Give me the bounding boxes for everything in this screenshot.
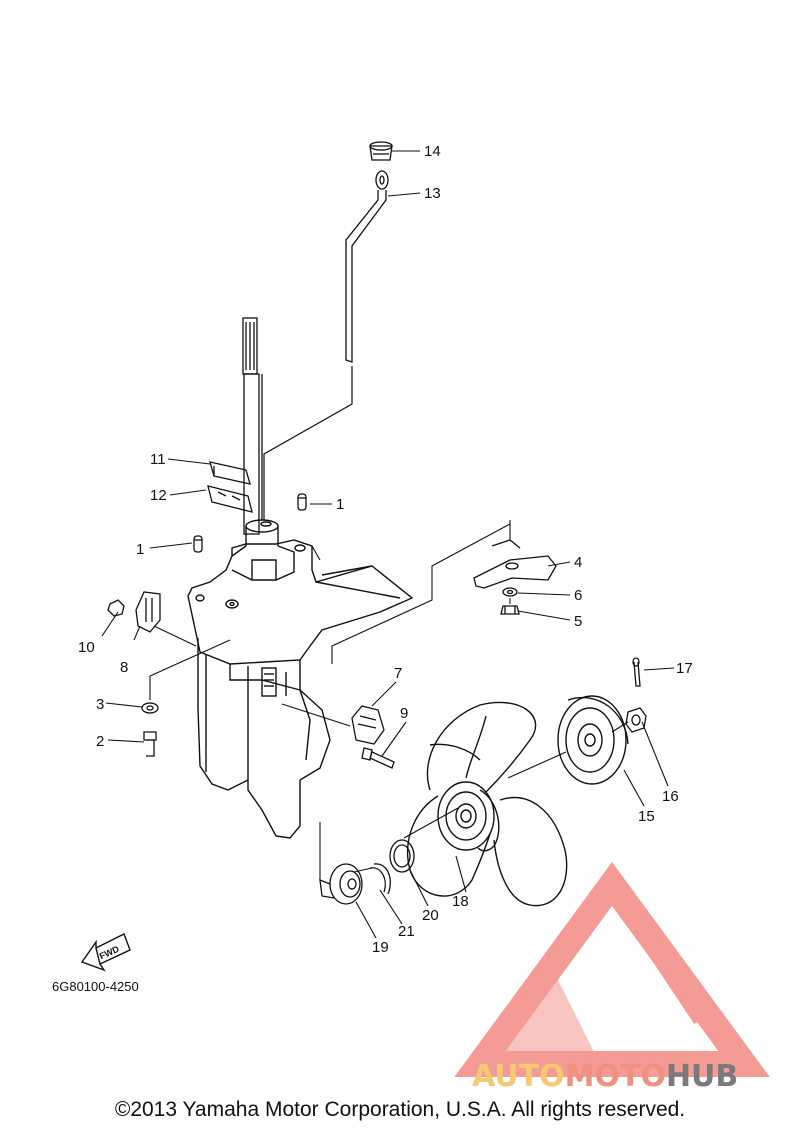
thrust-washer (319, 863, 363, 905)
nut-10 (107, 599, 125, 617)
callout-4: 4 (574, 554, 582, 571)
watermark-hub: HUB (666, 1059, 738, 1094)
callout-2: 2 (96, 733, 104, 750)
callout-numbers: 1 1 2 3 4 5 6 7 8 9 10 11 12 13 14 15 16… (78, 143, 693, 956)
callout-12: 12 (150, 487, 167, 504)
watermark-moto: MOTO (565, 1059, 666, 1094)
drive-shaft (242, 317, 263, 535)
shift-cover (473, 539, 557, 589)
lower-casing (187, 519, 414, 839)
callout-5: 5 (574, 613, 582, 630)
rubber-plate-11 (209, 461, 251, 485)
callout-20: 20 (422, 907, 439, 924)
watermark-wordmark: AUTOMOTOHUB (472, 1059, 738, 1094)
nut-5 (500, 605, 520, 615)
anode (351, 705, 385, 745)
washer (389, 839, 415, 873)
propeller (406, 701, 568, 907)
leader-lines (101, 150, 675, 939)
copyright-notice: ©2013 Yamaha Motor Corporation, U.S.A. A… (114, 1098, 686, 1121)
callout-16: 16 (662, 788, 679, 805)
propeller-nut (625, 707, 647, 733)
shift-rod-grommet (369, 141, 393, 161)
callout-6: 6 (574, 587, 582, 604)
fwd-arrow-icon: FWD (80, 933, 131, 972)
callout-17: 17 (676, 660, 693, 677)
rubber-plate-12 (207, 485, 253, 513)
bolt-9 (361, 747, 395, 769)
watermark-logo (454, 862, 770, 1077)
diagram-code: 6G80100-4250 (52, 979, 139, 994)
callout-13: 13 (424, 185, 441, 202)
callout-1-lower: 1 (136, 541, 144, 558)
bolt-2 (143, 731, 157, 757)
washer-6 (502, 587, 518, 597)
circlip (369, 863, 391, 895)
callout-14: 14 (424, 143, 441, 160)
assembly-lines (149, 520, 629, 880)
callout-18: 18 (452, 893, 469, 910)
callout-19: 19 (372, 939, 389, 956)
callout-9: 9 (400, 705, 408, 722)
callout-11: 11 (150, 451, 166, 468)
callout-8: 8 (120, 659, 128, 676)
callout-15: 15 (638, 808, 655, 825)
shift-rod (345, 170, 389, 363)
callout-1-upper: 1 (336, 496, 344, 513)
spacer (557, 695, 629, 785)
dowel-pin-lower (193, 535, 203, 553)
washer-3 (141, 702, 159, 714)
dowel-pin-upper (297, 493, 307, 511)
cotter-pin (632, 657, 641, 687)
watermark-auto: AUTO (472, 1059, 565, 1094)
callout-7: 7 (394, 665, 402, 682)
callout-3: 3 (96, 696, 104, 713)
callout-21: 21 (398, 923, 415, 940)
anode-8 (135, 591, 161, 633)
callout-10: 10 (78, 639, 95, 656)
